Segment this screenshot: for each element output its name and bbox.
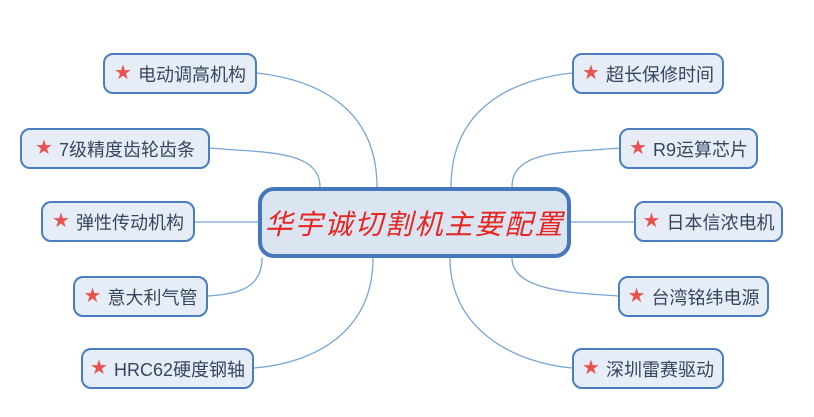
branch-node-right-2[interactable]: ★ R9运算芯片 — [619, 128, 758, 169]
connector-left-4 — [207, 257, 263, 297]
branch-label: R9运算芯片 — [652, 139, 748, 160]
branch-node-left-2[interactable]: ★ 7级精度齿轮齿条 — [20, 128, 210, 169]
star-icon: ★ — [582, 356, 600, 379]
branch-node-right-5[interactable]: ★ 深圳雷赛驱动 — [572, 348, 724, 389]
branch-label: 7级精度齿轮齿条 — [58, 139, 195, 160]
star-icon: ★ — [627, 284, 646, 307]
branch-node-left-1[interactable]: ★ 电动调高机构 — [103, 53, 257, 94]
branch-node-left-5[interactable]: ★ HRC62硬度钢轴 — [81, 348, 254, 389]
branch-label: HRC62硬度钢轴 — [113, 359, 245, 380]
central-topic-node[interactable]: 华宇诚切割机主要配置 — [258, 187, 571, 258]
central-topic-label: 华宇诚切割机主要配置 — [264, 207, 565, 241]
branch-label: 弹性传动机构 — [75, 212, 184, 233]
star-icon: ★ — [114, 61, 132, 84]
connector-right-5 — [449, 257, 573, 369]
star-icon: ★ — [582, 61, 600, 84]
connector-right-2 — [511, 147, 620, 188]
star-icon: ★ — [52, 209, 70, 232]
star-icon: ★ — [90, 356, 108, 379]
branch-node-right-1[interactable]: ★ 超长保修时间 — [572, 53, 724, 94]
branch-label: 意大利气管 — [107, 287, 198, 308]
connector-left-1 — [256, 72, 378, 188]
connector-right-1 — [450, 72, 573, 188]
star-icon: ★ — [83, 284, 102, 307]
connector-right-4 — [511, 257, 619, 297]
star-icon: ★ — [629, 136, 647, 159]
branch-label: 电动调高机构 — [137, 64, 246, 85]
connector-left-2 — [209, 147, 321, 188]
connector-left-5 — [253, 257, 374, 369]
branch-label: 台湾铭纬电源 — [651, 287, 760, 308]
branch-node-right-4[interactable]: ★ 台湾铭纬电源 — [618, 276, 769, 317]
branch-label: 日本信浓电机 — [666, 212, 775, 233]
branch-node-left-3[interactable]: ★ 弹性传动机构 — [41, 201, 195, 242]
star-icon: ★ — [35, 136, 53, 159]
star-icon: ★ — [642, 209, 661, 232]
branch-node-left-4[interactable]: ★ 意大利气管 — [73, 276, 208, 317]
branch-label: 深圳雷赛驱动 — [605, 359, 714, 380]
branch-node-right-3[interactable]: ★ 日本信浓电机 — [634, 201, 783, 242]
branch-label: 超长保修时间 — [605, 64, 714, 85]
